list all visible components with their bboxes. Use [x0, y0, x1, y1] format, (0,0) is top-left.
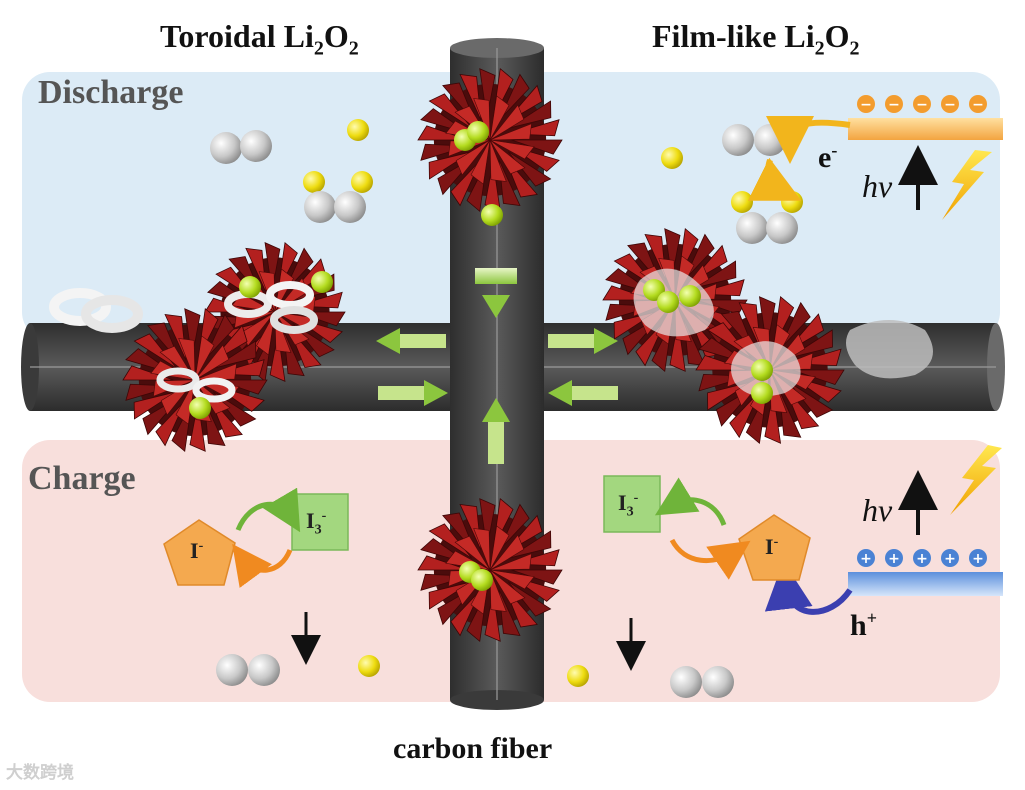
flower-particles — [122, 67, 845, 643]
lightning-icon-charge — [950, 445, 1002, 515]
charge-carrier-icon: + — [885, 549, 903, 567]
svg-text:−: − — [944, 97, 956, 113]
li-ion — [351, 171, 373, 193]
li-ion-in-flower — [189, 397, 211, 419]
discharge-label: Discharge — [38, 74, 184, 111]
arrow-down-upper — [475, 268, 517, 318]
o2-molecule — [722, 124, 754, 156]
li-ion-in-flower — [471, 569, 493, 591]
li-ion-in-flower — [679, 285, 701, 307]
discharge-photoelectrode: −−−−− — [848, 95, 1003, 140]
li-ion — [358, 655, 380, 677]
charge-carrier-icon: + — [913, 549, 931, 567]
li-ion-in-flower — [657, 291, 679, 313]
toroid-discharge-left — [49, 288, 143, 333]
electron-symbol: e- — [818, 140, 838, 174]
svg-text:−: − — [916, 97, 928, 113]
li-ion-in-flower — [751, 359, 773, 381]
li-ion — [303, 171, 325, 193]
triiodide-label-left: I3- — [306, 508, 327, 538]
svg-text:−: − — [972, 97, 984, 113]
toroid-cluster-flower — [156, 281, 318, 403]
charge-carrier-icon: − — [885, 95, 903, 113]
li-ion-in-flower — [481, 204, 503, 226]
charge-carrier-icon: + — [857, 549, 875, 567]
li2o2-unit — [334, 191, 366, 223]
arrow-up-lower — [482, 398, 510, 464]
li-ion-in-flower — [467, 121, 489, 143]
hv-label-discharge: hv — [862, 168, 893, 204]
redox-cycle-left — [163, 487, 349, 588]
li-ion-in-flower — [751, 382, 773, 404]
carbon-fiber-label: carbon fiber — [393, 732, 553, 765]
o2-reduction-arrow — [747, 157, 802, 201]
hole-transfer-arrow — [764, 561, 853, 615]
cycle-arrow-orange-left — [232, 543, 293, 588]
cycle-arrow-orange-right — [669, 538, 751, 580]
charge-photoelectrode: + + + + + — [848, 549, 1003, 596]
iodide-label-right: I- — [765, 534, 779, 559]
li-ion — [781, 191, 803, 213]
li-ion — [567, 665, 589, 687]
triiodide-label-right: I3- — [618, 490, 639, 520]
charge-carrier-icon: + — [969, 549, 987, 567]
charge-carrier-icon: − — [913, 95, 931, 113]
li-ion-in-flower — [311, 271, 333, 293]
charge-carrier-icon: − — [857, 95, 875, 113]
svg-text:+: + — [944, 551, 956, 567]
svg-text:+: + — [916, 551, 928, 567]
charge-carrier-icon: − — [941, 95, 959, 113]
o2-molecule — [210, 132, 242, 164]
watermark-text: 大数跨境 — [6, 763, 74, 783]
charge-carrier-icon: − — [969, 95, 987, 113]
li-ion — [661, 147, 683, 169]
iodide-pentagon-left — [163, 519, 236, 586]
o2-molecule — [670, 666, 702, 698]
triiodide-square-left — [291, 493, 349, 551]
li-ion — [731, 191, 753, 213]
iodide-label-left: I- — [190, 538, 204, 563]
hv-label-charge: hv — [862, 492, 893, 528]
title-toroidal: Toroidal Li2O2 — [160, 18, 359, 60]
cycle-arrow-green-right — [654, 477, 727, 526]
svg-text:+: + — [860, 551, 872, 567]
redox-cycle-right — [603, 475, 811, 581]
particle-balls — [189, 119, 803, 698]
o2-molecule — [754, 124, 786, 156]
diffusion-arrows — [376, 268, 618, 464]
arrow-left-upper — [376, 328, 446, 354]
flower-bottom — [417, 497, 563, 643]
li-ion — [347, 119, 369, 141]
title-film-like: Film-like Li2O2 — [652, 18, 860, 60]
hole-symbol: h+ — [850, 608, 877, 642]
arrow-left-lower-right — [548, 380, 618, 406]
flower-left-lower — [122, 307, 268, 453]
svg-text:+: + — [972, 551, 984, 567]
charge-label: Charge — [28, 460, 136, 497]
li2o2-unit — [736, 212, 768, 244]
li-ion-in-flower — [239, 276, 261, 298]
svg-text:−: − — [888, 97, 900, 113]
svg-text:+: + — [888, 551, 900, 567]
arrow-right-upper — [548, 328, 618, 354]
o2-molecule — [216, 654, 248, 686]
charge-carrier-icon: + — [941, 549, 959, 567]
arrow-right-lower-left — [378, 380, 448, 406]
o2-molecule — [248, 654, 280, 686]
li2o2-unit — [766, 212, 798, 244]
o2-molecule — [702, 666, 734, 698]
o2-molecule — [240, 130, 272, 162]
cycle-arrow-green-left — [235, 487, 301, 533]
li2o2-unit — [304, 191, 336, 223]
lightning-icon-discharge — [942, 150, 992, 220]
svg-text:−: − — [860, 97, 872, 113]
electron-transfer-arrow — [766, 115, 851, 164]
iodide-pentagon-right — [738, 514, 811, 581]
